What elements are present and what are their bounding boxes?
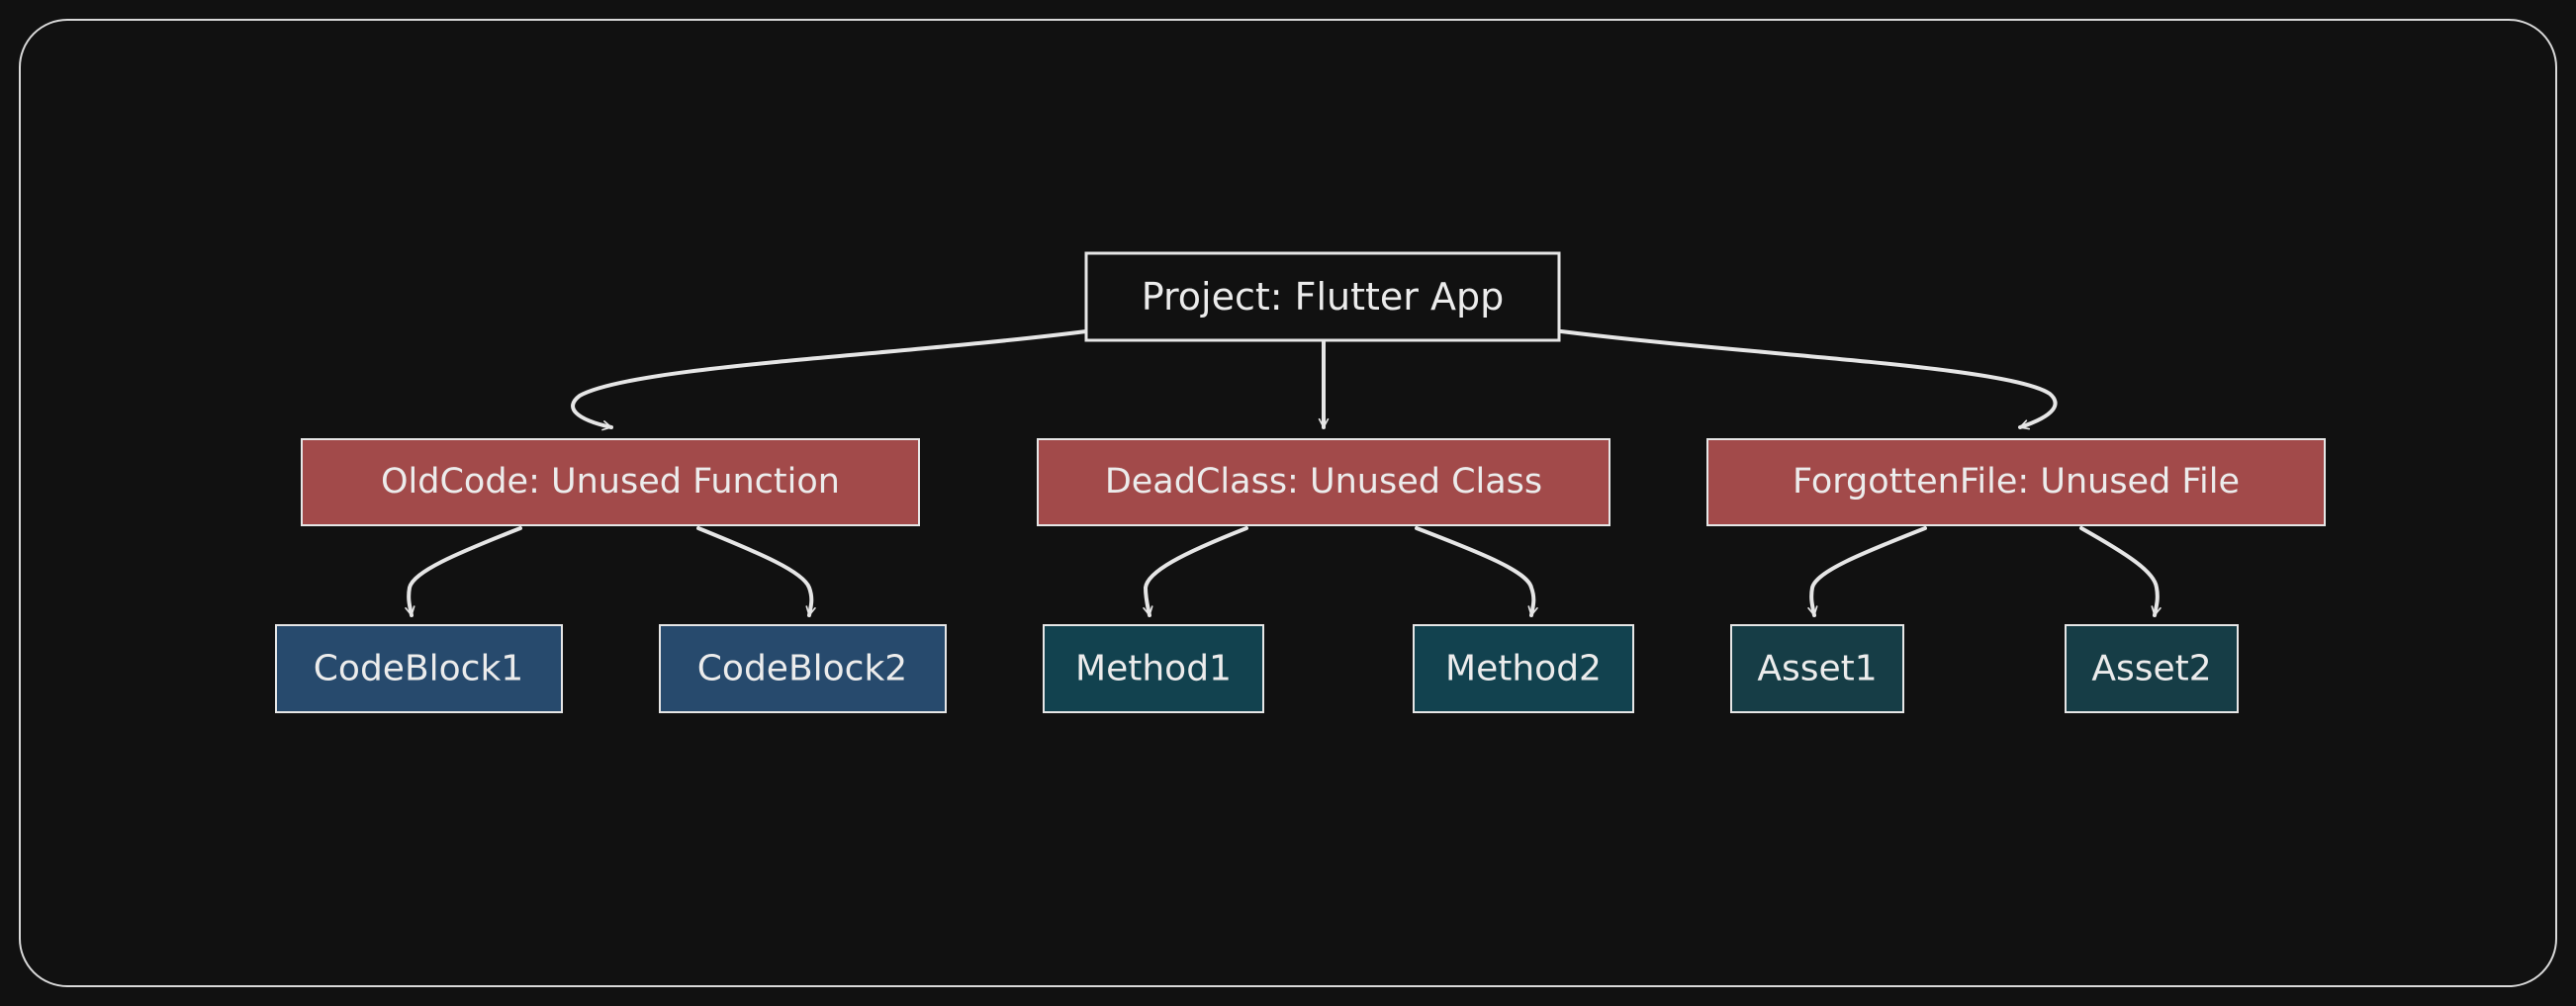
edge-root-oldcode <box>571 329 1088 431</box>
edge-forgottenfile-asset2 <box>2079 526 2162 617</box>
category-node-oldcode: OldCode: Unused Function <box>301 438 920 526</box>
category-label-forgottenfile: ForgottenFile: Unused File <box>1793 462 2240 502</box>
leaf-node-method1: Method1 <box>1043 624 1264 713</box>
leaf-label-codeblock1: CodeBlock1 <box>314 649 523 689</box>
leaf-label-asset2: Asset2 <box>2091 649 2211 689</box>
edge-root-forgottenfile <box>1559 329 2058 430</box>
leaf-label-asset1: Asset1 <box>1757 649 1877 689</box>
edge-deadclass-method1 <box>1143 526 1248 617</box>
leaf-node-codeblock1: CodeBlock1 <box>275 624 563 713</box>
leaf-node-asset2: Asset2 <box>2065 624 2239 713</box>
leaf-label-method1: Method1 <box>1075 649 1232 689</box>
leaf-node-asset1: Asset1 <box>1730 624 1904 713</box>
edge-deadclass-method2 <box>1415 526 1538 617</box>
connectors <box>405 329 2162 617</box>
category-node-forgottenfile: ForgottenFile: Unused File <box>1706 438 2326 526</box>
leaf-label-method2: Method2 <box>1445 649 1602 689</box>
leaf-node-codeblock2: CodeBlock2 <box>659 624 947 713</box>
edge-oldcode-codeblock1 <box>405 526 522 617</box>
edge-forgottenfile-asset1 <box>1807 526 1927 617</box>
root-node-label: Project: Flutter App <box>1142 275 1505 319</box>
leaf-label-codeblock2: CodeBlock2 <box>697 649 907 689</box>
category-node-deadclass: DeadClass: Unused Class <box>1037 438 1610 526</box>
leaf-node-method2: Method2 <box>1413 624 1634 713</box>
category-label-oldcode: OldCode: Unused Function <box>381 462 840 502</box>
edge-oldcode-codeblock2 <box>696 526 816 617</box>
category-label-deadclass: DeadClass: Unused Class <box>1105 462 1542 502</box>
root-node: Project: Flutter App <box>1084 251 1561 342</box>
